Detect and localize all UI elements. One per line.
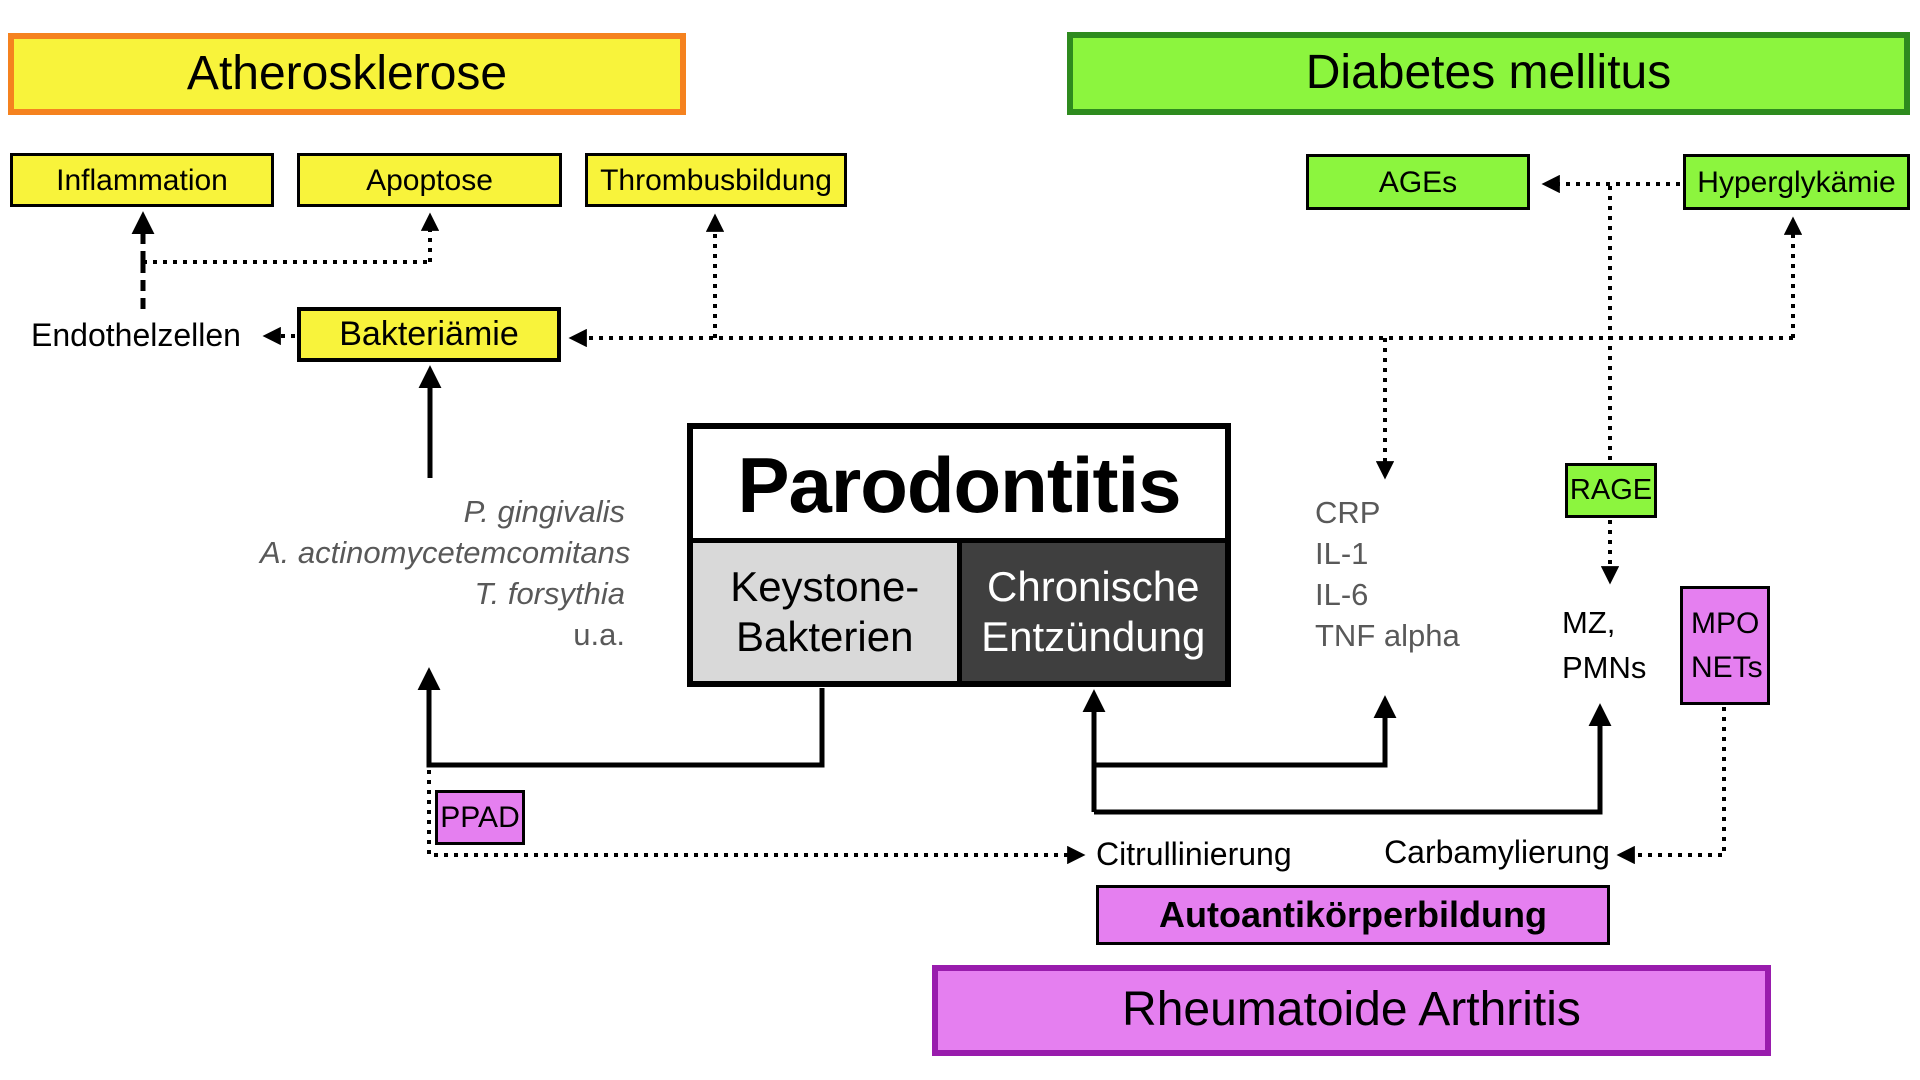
bacteria-item: A. actinomycetemcomitans (260, 535, 631, 570)
node-hyperglykaemie: Hyperglykämie (1683, 154, 1910, 210)
node-endothelzellen: Endothelzellen (31, 317, 241, 354)
parodontitis-title: Parodontitis (737, 441, 1181, 530)
arrow-keystone-to-bacteria (417, 667, 825, 768)
node-diabetes-mellitus: Diabetes mellitus (1067, 32, 1910, 115)
node-ages: AGEs (1306, 154, 1530, 210)
node-rheumatoide-arthritis: Rheumatoide Arthritis (932, 965, 1771, 1056)
mediators-list: CRP IL-1 IL-6 TNF alpha (1315, 492, 1515, 656)
arrow-ppad-to-citrullinierung (427, 770, 1086, 865)
node-carbamylierung: Carbamylierung (1384, 834, 1610, 871)
node-ppad: PPAD (435, 790, 525, 845)
bacteria-list: P. gingivalis A. actinomycetemcomitans T… (260, 491, 631, 655)
mediator-item: TNF alpha (1315, 618, 1460, 653)
arrow-connector-to-mz-pmns (1094, 703, 1612, 815)
bacteria-etc: u.a. (573, 617, 625, 652)
parodontitis-subrow: Keystone- Bakterien Chronische Entzündun… (693, 538, 1225, 681)
node-atherosklerose: Atherosklerose (8, 33, 686, 115)
nets-line: NETs (1691, 650, 1763, 684)
node-chronische-entzuendung: Chronische Entzündung (961, 543, 1225, 681)
bacteria-item: T. forsythia (474, 576, 625, 611)
mpo-line: MPO (1691, 606, 1760, 640)
mediator-item: IL-1 (1315, 536, 1369, 571)
node-mz-pmns: MZ, PMNs (1562, 600, 1672, 690)
node-keystone-bakterien: Keystone- Bakterien (693, 543, 962, 681)
mz-line: MZ, (1562, 605, 1616, 640)
node-mpo-nets: MPO NETs (1680, 586, 1770, 705)
pmns-line: PMNs (1562, 650, 1647, 685)
bacteria-item: P. gingivalis (463, 494, 625, 529)
node-autoantikoerperbildung: Autoantikörperbildung (1096, 885, 1610, 945)
node-inflammation: Inflammation (10, 153, 274, 207)
mediator-item: CRP (1315, 495, 1381, 530)
node-rage: RAGE (1565, 463, 1657, 518)
arrow-mpo-to-carbamylierung (1616, 707, 1726, 865)
node-bakteriaemie: Bakteriämie (297, 307, 561, 362)
node-citrullinierung: Citrullinierung (1096, 836, 1292, 873)
mediator-item: IL-6 (1315, 577, 1369, 612)
node-apoptose: Apoptose (297, 153, 562, 207)
node-thrombusbildung: Thrombusbildung (585, 153, 847, 207)
arrow-connector-to-mediators (1094, 695, 1397, 768)
node-parodontitis-block: Parodontitis Keystone- Bakterien Chronis… (687, 423, 1231, 687)
